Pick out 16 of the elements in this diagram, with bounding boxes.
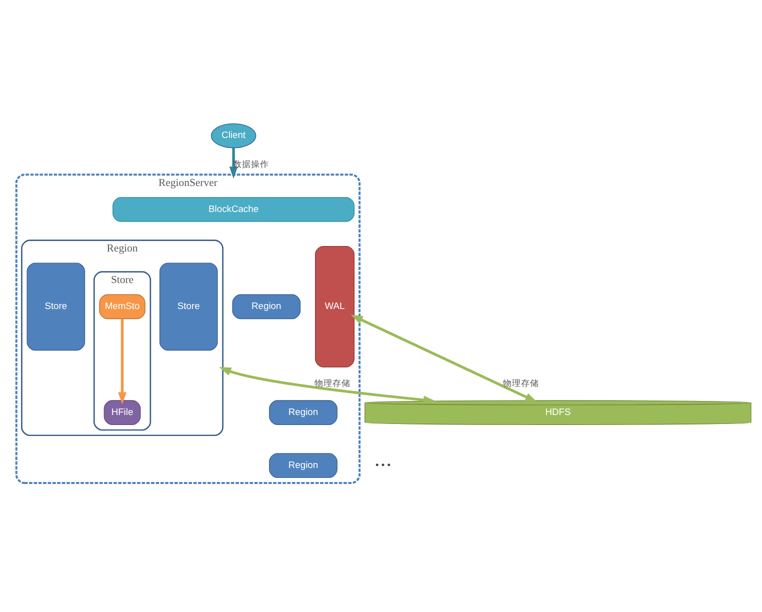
arrow [219, 367, 436, 404]
arrow [118, 318, 126, 404]
arrow [350, 314, 538, 402]
edge-label: 物理存储 [503, 378, 540, 388]
node-box: HFile [104, 400, 141, 425]
node-box: Store [26, 262, 86, 351]
node-box: WAL [314, 246, 355, 368]
edge-label: 物理存储 [314, 378, 351, 388]
node-box: Region [269, 400, 338, 425]
node-box: MemSto [99, 294, 146, 320]
node-box: Region [269, 453, 338, 478]
node-box: Region [232, 294, 301, 320]
node-box: Store [159, 262, 218, 351]
label: • • • [375, 460, 391, 470]
node-ellipse: Client [210, 123, 256, 148]
node-box: BlockCache [112, 197, 355, 222]
